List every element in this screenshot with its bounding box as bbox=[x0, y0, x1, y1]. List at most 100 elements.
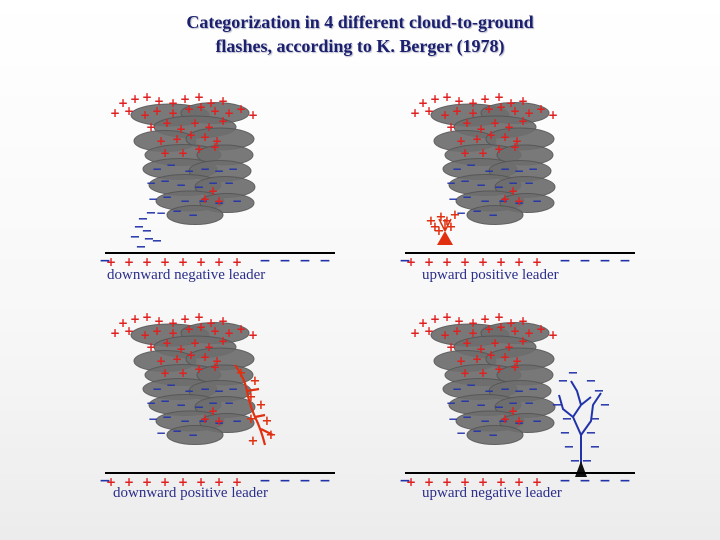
negative-charge: − bbox=[162, 410, 172, 424]
positive-charge: + bbox=[162, 336, 172, 350]
positive-charge: + bbox=[468, 96, 478, 110]
ground-line: ++++++++−−−−− bbox=[99, 472, 335, 489]
positive-charge: + bbox=[218, 314, 228, 328]
negative-charge: − bbox=[460, 394, 470, 408]
negative-charge: − bbox=[228, 382, 238, 396]
ground-positive-charge: + bbox=[532, 255, 542, 269]
positive-charge: + bbox=[124, 104, 134, 118]
positive-charge: + bbox=[152, 324, 162, 338]
ground-positive-charge: + bbox=[106, 475, 116, 489]
negative-charge: − bbox=[480, 414, 490, 428]
ground-positive-charge: + bbox=[496, 475, 506, 489]
positive-charge: + bbox=[190, 116, 200, 130]
leader-positive-charge: + bbox=[250, 374, 261, 389]
negative-charge: − bbox=[528, 382, 538, 396]
negative-charge: − bbox=[148, 192, 158, 206]
leader-positive-charge: + bbox=[446, 220, 457, 235]
negative-charge: − bbox=[446, 176, 456, 190]
cloud-blob bbox=[166, 425, 224, 445]
ground-negative-charge: − bbox=[579, 253, 591, 269]
positive-charge: + bbox=[178, 146, 188, 160]
negative-charge: − bbox=[146, 176, 156, 190]
leader-negative-charge: − bbox=[586, 374, 597, 389]
positive-charge: + bbox=[452, 324, 462, 338]
positive-charge: + bbox=[510, 104, 520, 118]
positive-charge: + bbox=[486, 128, 496, 142]
positive-charge: + bbox=[494, 310, 504, 324]
positive-charge: + bbox=[508, 184, 518, 198]
negative-charge: − bbox=[208, 396, 218, 410]
ground-positive-charge: + bbox=[478, 475, 488, 489]
positive-charge: + bbox=[146, 340, 156, 354]
leader-positive-charge: + bbox=[248, 434, 259, 449]
positive-charge: + bbox=[478, 146, 488, 160]
positive-charge: + bbox=[494, 362, 504, 376]
positive-charge: + bbox=[518, 314, 528, 328]
positive-charge: + bbox=[496, 100, 506, 114]
positive-charge: + bbox=[156, 134, 166, 148]
positive-charge: + bbox=[514, 414, 524, 428]
positive-charge: + bbox=[508, 404, 518, 418]
negative-charge: − bbox=[224, 176, 234, 190]
negative-charge: − bbox=[198, 414, 208, 428]
positive-charge: + bbox=[410, 326, 420, 340]
negative-charge: − bbox=[148, 412, 158, 426]
positive-charge: + bbox=[140, 108, 150, 122]
negative-charge: − bbox=[448, 192, 458, 206]
positive-charge: + bbox=[208, 184, 218, 198]
panel-upward-positive: +++++++++++++++++++++++++++++++++++−−−−−… bbox=[395, 85, 695, 295]
leader-negative-charge: − bbox=[558, 374, 569, 389]
ground-positive-charge: + bbox=[196, 475, 206, 489]
ground-positive-charge: + bbox=[514, 475, 524, 489]
positive-charge: + bbox=[454, 94, 464, 108]
negative-charge: − bbox=[180, 414, 190, 428]
leader-negative-charge: − bbox=[552, 398, 563, 413]
positive-charge: + bbox=[194, 362, 204, 376]
panel-downward-positive: +++++++++++++++++++++++++++++++++++−−−−−… bbox=[95, 305, 395, 515]
positive-charge: + bbox=[204, 340, 214, 354]
negative-charge: − bbox=[166, 158, 176, 172]
positive-charge: + bbox=[500, 350, 510, 364]
positive-charge: + bbox=[424, 324, 434, 338]
negative-charge: − bbox=[176, 178, 186, 192]
positive-charge: + bbox=[110, 106, 120, 120]
positive-charge: + bbox=[172, 352, 182, 366]
positive-charge: + bbox=[494, 90, 504, 104]
page-title: Categorization in 4 different cloud-to-g… bbox=[0, 10, 720, 58]
ground-positive-charge: + bbox=[514, 255, 524, 269]
positive-charge: + bbox=[536, 322, 546, 336]
ground-positive-charge: + bbox=[460, 475, 470, 489]
positive-charge: + bbox=[418, 316, 428, 330]
negative-charge: − bbox=[528, 162, 538, 176]
negative-charge: − bbox=[524, 176, 534, 190]
negative-charge: − bbox=[156, 206, 166, 220]
negative-charge: − bbox=[452, 382, 462, 396]
positive-charge: + bbox=[206, 316, 216, 330]
positive-charge: + bbox=[210, 104, 220, 118]
ground-positive-charge: + bbox=[442, 255, 452, 269]
negative-charge: − bbox=[488, 208, 498, 222]
positive-charge: + bbox=[236, 322, 246, 336]
negative-charge: − bbox=[508, 176, 518, 190]
positive-charge: + bbox=[476, 342, 486, 356]
negative-charge: − bbox=[152, 382, 162, 396]
ground-positive-charge: + bbox=[214, 255, 224, 269]
negative-charge: − bbox=[188, 208, 198, 222]
negative-charge: − bbox=[484, 384, 494, 398]
positive-charge: + bbox=[536, 102, 546, 116]
negative-charge: − bbox=[466, 158, 476, 172]
negative-charge: − bbox=[200, 162, 210, 176]
positive-charge: + bbox=[154, 314, 164, 328]
positive-charge: + bbox=[118, 96, 128, 110]
positive-charge: + bbox=[480, 312, 490, 326]
positive-charge: + bbox=[518, 94, 528, 108]
positive-charge: + bbox=[496, 320, 506, 334]
positive-charge: + bbox=[146, 120, 156, 134]
ground-positive-charge: + bbox=[124, 475, 134, 489]
negative-charge: − bbox=[152, 234, 163, 249]
negative-charge: − bbox=[472, 424, 482, 438]
thundercloud bbox=[430, 102, 556, 225]
cloud-blob bbox=[166, 205, 224, 225]
positive-charge: + bbox=[456, 134, 466, 148]
positive-charge: + bbox=[140, 328, 150, 342]
